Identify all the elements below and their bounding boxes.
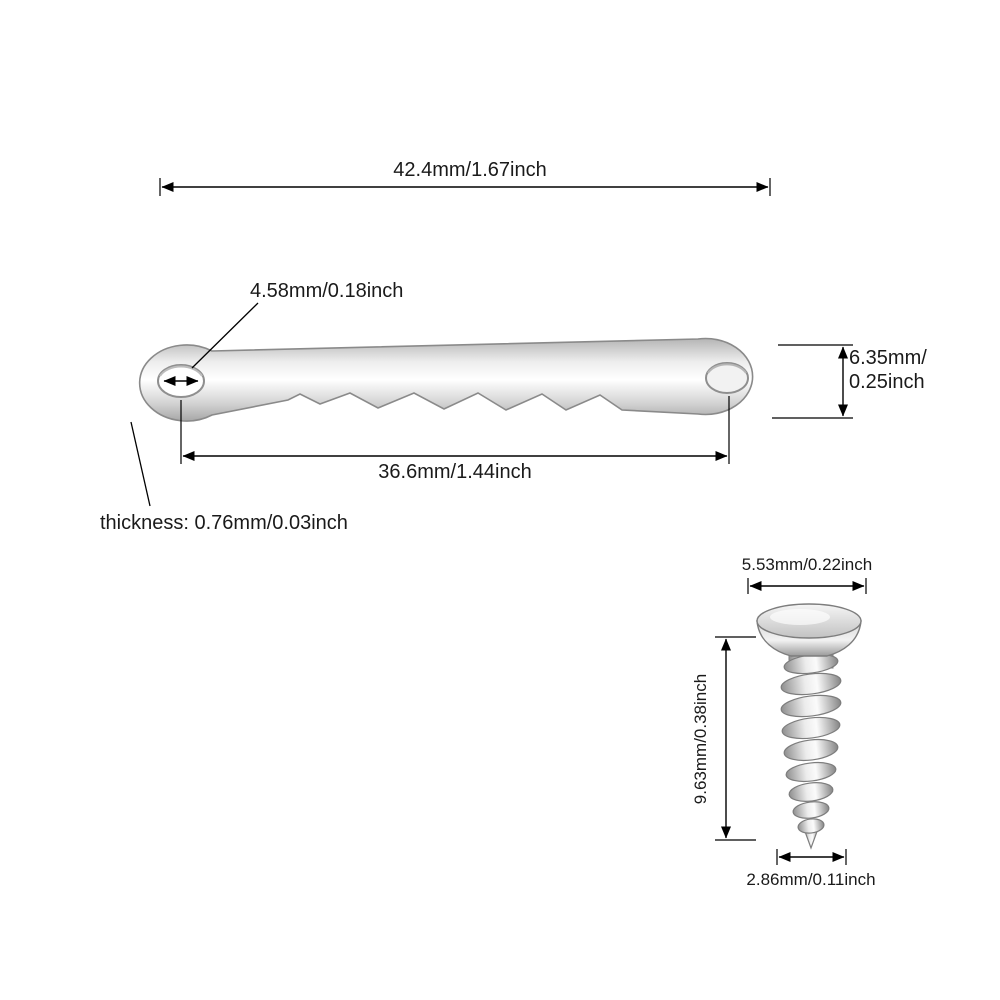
dim-label-screw-length: 9.63mm/0.38inch	[691, 674, 710, 804]
hole-left-shading	[159, 365, 203, 377]
screw-thread	[780, 653, 842, 834]
dim-label-height-line2: 0.25inch	[849, 371, 925, 393]
dim-label-height-line1: 6.35mm/	[849, 347, 927, 369]
dim-label-thickness: thickness: 0.76mm/0.03inch	[100, 512, 348, 534]
hanger-hole-right	[705, 362, 749, 394]
hole-right-shading	[707, 363, 747, 374]
dim-label-total-width: 42.4mm/1.67inch	[393, 159, 546, 181]
dim-label-hole-diameter: 4.58mm/0.18inch	[250, 280, 403, 302]
hanger-dimensions: 42.4mm/1.67inch 4.58mm/0.18inch 6.35mm/ …	[100, 159, 927, 534]
screw-illustration	[756, 603, 862, 850]
screw-dimensions: 5.53mm/0.22inch 9.63mm/0.38inch 2.86mm/0…	[691, 555, 876, 889]
leader-line-hole	[191, 302, 259, 369]
dim-label-hole-spacing: 36.6mm/1.44inch	[378, 461, 531, 483]
leader-line-thickness	[130, 421, 151, 507]
sawtooth-hanger-illustration	[138, 337, 754, 422]
screw-head-highlight	[770, 609, 830, 625]
hanger-body	[138, 337, 754, 422]
dim-label-thread-diameter: 2.86mm/0.11inch	[746, 870, 875, 889]
dim-label-head-diameter: 5.53mm/0.22inch	[742, 555, 872, 574]
